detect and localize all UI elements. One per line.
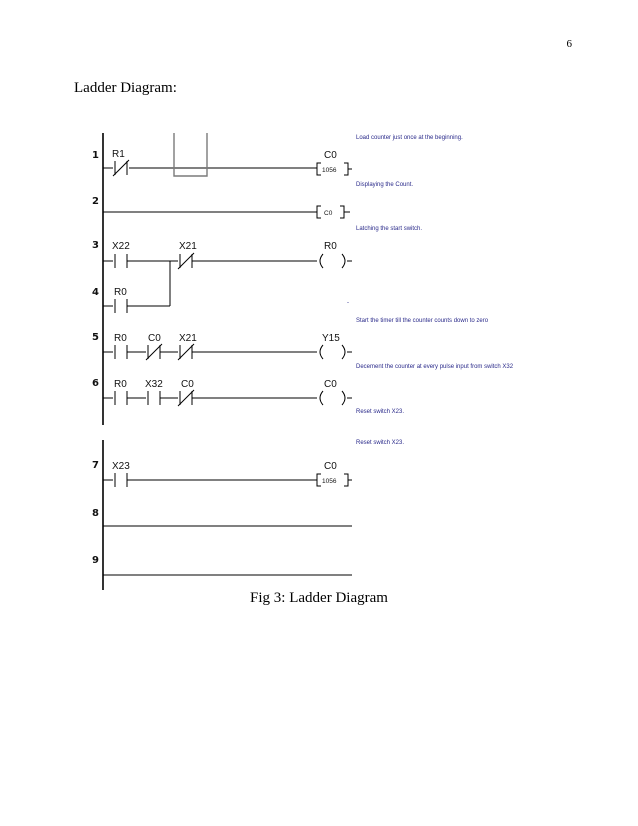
row-number: 5 <box>92 332 99 343</box>
counter-preset: 1056 <box>322 167 337 174</box>
output-label: R0 <box>324 241 337 252</box>
contact-label: R0 <box>114 333 127 344</box>
row-number: 9 <box>92 555 99 566</box>
rung-6: R0 X32 C0 C0 <box>103 379 352 407</box>
row-number: 8 <box>92 508 99 519</box>
contact-label: X22 <box>112 241 130 252</box>
counter-box <box>316 162 352 176</box>
nc-contact <box>177 389 195 407</box>
contact-label: X21 <box>179 333 197 344</box>
nc-contact <box>177 252 195 270</box>
nc-contact <box>177 343 195 361</box>
contact-label: C0 <box>181 379 194 390</box>
output-label: Y15 <box>322 333 340 344</box>
rung-7: X23 1056 C0 <box>103 461 352 487</box>
rung-4: R0 <box>103 261 171 313</box>
no-contact <box>114 254 128 268</box>
rung-comment: - <box>347 300 349 306</box>
contact-label: R0 <box>114 379 127 390</box>
rung-comment: Decement the counter at every pulse inpu… <box>356 364 514 370</box>
row-number: 6 <box>92 378 99 389</box>
rung-2: C0 <box>103 205 350 219</box>
row-number: 7 <box>92 460 99 471</box>
section-heading: Ladder Diagram: <box>74 80 177 96</box>
no-contact <box>114 473 128 487</box>
output-label: C0 <box>324 379 337 390</box>
contact-label: C0 <box>148 333 161 344</box>
row-number: 1 <box>92 150 99 161</box>
contact-label: R1 <box>112 149 125 160</box>
rung-comment: Reset switch X23. <box>356 409 404 415</box>
contact-label: R0 <box>114 287 127 298</box>
rung-5: R0 C0 X21 Y15 <box>103 333 352 361</box>
nc-contact <box>145 343 163 361</box>
contact-label: X32 <box>145 379 163 390</box>
no-contact <box>147 391 161 405</box>
coil <box>319 390 352 406</box>
rung-comment: Latching the start switch. <box>356 226 422 232</box>
page-number: 6 <box>566 38 573 50</box>
rung-1: R1 1056 C0 <box>103 133 352 177</box>
counter-preset: 1056 <box>322 478 337 485</box>
row-number: 3 <box>92 240 99 251</box>
rung-3: X22 X21 R0 <box>103 241 352 270</box>
nc-contact <box>112 159 130 177</box>
no-contact <box>114 391 128 405</box>
counter-box-label: C0 <box>324 210 333 217</box>
row-number: 2 <box>92 196 99 207</box>
rung-comment: Load counter just once at the beginning. <box>356 135 463 141</box>
no-contact <box>114 345 128 359</box>
coil <box>319 344 352 360</box>
coil <box>319 253 352 269</box>
output-label: C0 <box>324 461 337 472</box>
figure-caption: Fig 3: Ladder Diagram <box>250 590 388 606</box>
rung-comment: Displaying the Count. <box>356 182 413 188</box>
selection-cursor <box>173 133 208 177</box>
contact-label: X23 <box>112 461 130 472</box>
row-number: 4 <box>92 287 99 298</box>
output-label: C0 <box>324 150 337 161</box>
no-contact <box>114 299 128 313</box>
rung-comment: Start the timer till the counter counts … <box>356 318 489 324</box>
counter-box <box>316 473 352 487</box>
contact-label: X21 <box>179 241 197 252</box>
counter-box <box>316 205 350 219</box>
rung-comment: Reset switch X23. <box>356 440 404 446</box>
